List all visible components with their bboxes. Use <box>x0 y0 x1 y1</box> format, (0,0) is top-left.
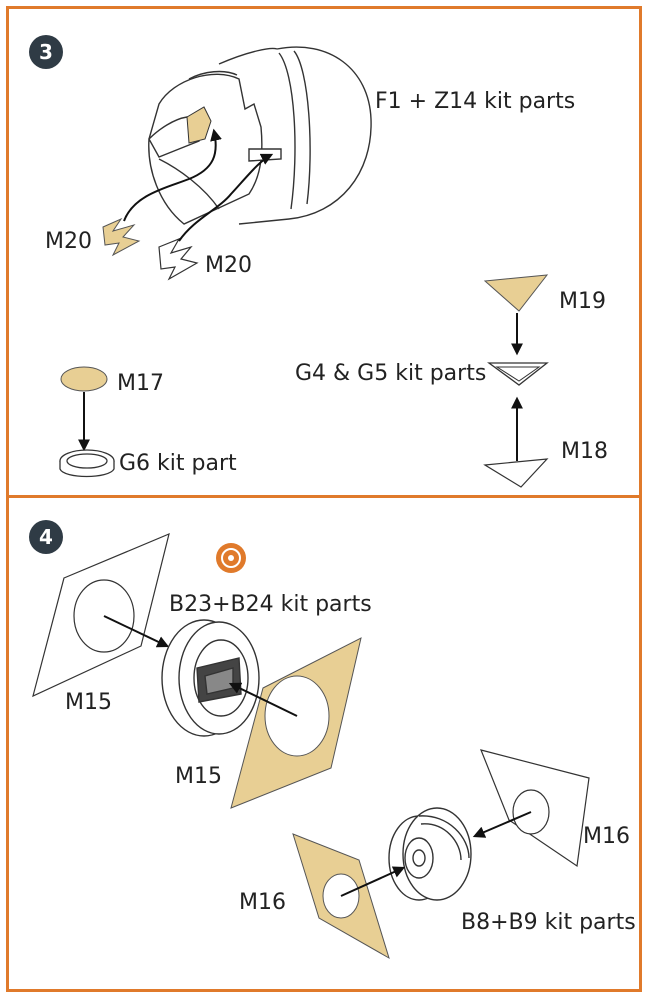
label-m15-b: M15 <box>175 764 222 789</box>
step-3-panel: 3 <box>6 6 642 498</box>
m20-part-b <box>158 237 199 281</box>
label-b23-b24: B23+B24 kit parts <box>169 592 372 617</box>
m20-arrow-b <box>178 153 274 242</box>
m15-mask-outline <box>32 532 170 698</box>
step-4-panel: 4 <box>6 495 642 992</box>
g4-g5-part <box>487 362 549 386</box>
label-m20-b: M20 <box>205 253 252 278</box>
m16-arrow-b <box>340 866 406 897</box>
label-m20-a: M20 <box>45 229 92 254</box>
label-m16-b: M16 <box>239 890 286 915</box>
label-m15-a: M15 <box>65 690 112 715</box>
step-4-number: 4 <box>39 525 53 549</box>
b23-b24-wheel <box>161 619 260 737</box>
optional-wheel-icon <box>216 543 246 573</box>
g6-part <box>59 449 115 478</box>
step-3-number: 3 <box>39 40 53 64</box>
label-g6: G6 kit part <box>119 451 237 476</box>
label-f1-z14: F1 + Z14 kit parts <box>375 89 576 114</box>
label-m17: M17 <box>117 371 164 396</box>
step-4-badge: 4 <box>29 520 63 554</box>
label-b8-b9: B8+B9 kit parts <box>461 910 636 935</box>
intake-barrel-f1-z14 <box>148 46 372 225</box>
step-3-drawing <box>59 46 549 488</box>
b8-b9-wheel <box>388 807 472 901</box>
label-m19: M19 <box>559 289 606 314</box>
label-g4-g5: G4 & G5 kit parts <box>295 361 487 386</box>
step-4-drawing <box>32 532 590 960</box>
m19-part <box>483 274 549 312</box>
m15-arrow-a <box>103 615 170 648</box>
step-3-badge: 3 <box>29 35 63 69</box>
m17-part <box>60 366 108 392</box>
label-m16-a: M16 <box>583 824 630 849</box>
m15-arrow-b <box>228 682 298 717</box>
m18-part <box>483 458 549 488</box>
m20-part-a <box>102 217 141 257</box>
label-m18: M18 <box>561 439 608 464</box>
m20-arrow-a <box>123 128 222 222</box>
m16-arrow-a <box>472 811 532 838</box>
m20-in-place-part <box>186 106 212 144</box>
m16-mask-outline <box>480 749 590 868</box>
